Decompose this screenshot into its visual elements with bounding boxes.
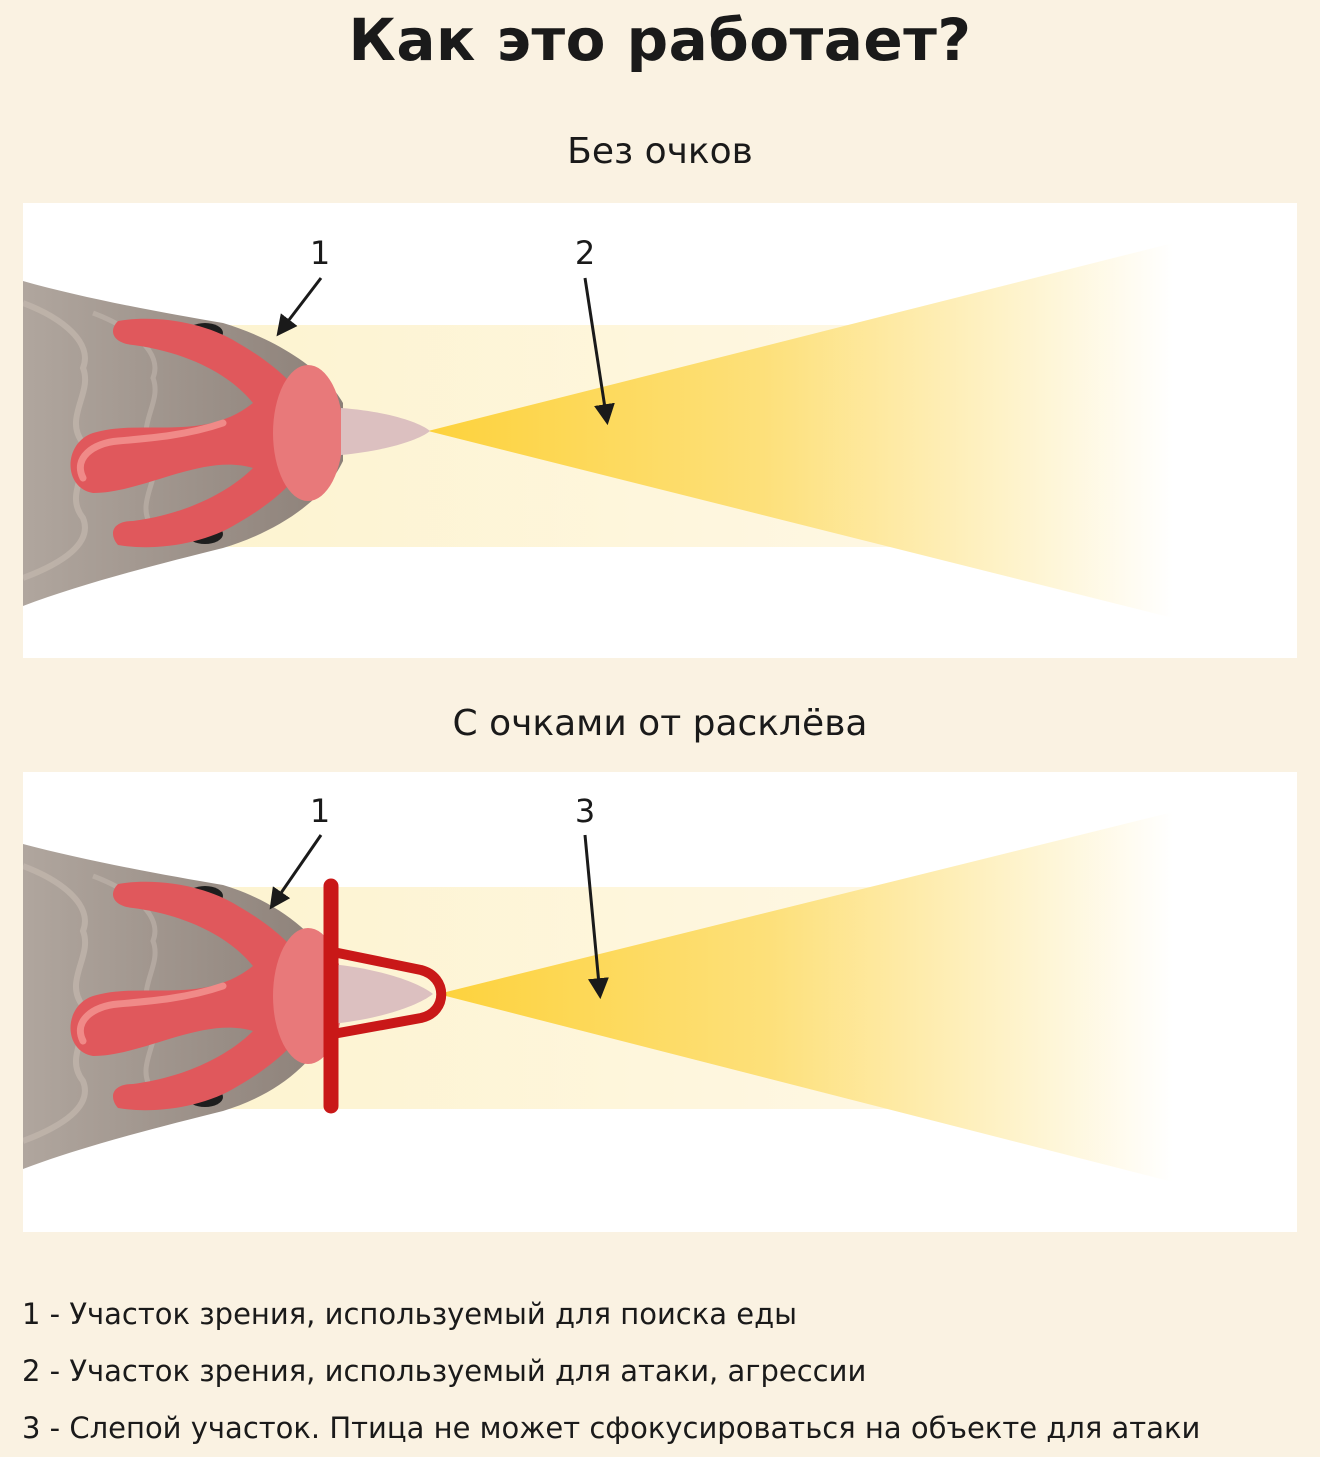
arrow-3	[583, 834, 609, 1000]
legend-item-2: 2 - Участок зрения, используемый для ата…	[22, 1354, 867, 1388]
anti-pecking-glasses	[323, 878, 447, 1114]
blind-spot-cone	[438, 812, 1297, 1182]
legend: 1 - Участок зрения, используемый для пои…	[22, 1286, 1312, 1457]
legend-item-1: 1 - Участок зрения, используемый для пои…	[22, 1297, 798, 1331]
arrow-1	[269, 834, 323, 910]
label-1: 1	[310, 792, 330, 830]
label-3: 3	[575, 792, 595, 830]
chicken-head	[23, 281, 430, 606]
label-2: 2	[575, 234, 595, 272]
chicken-head	[23, 844, 433, 1169]
label-1: 1	[310, 234, 330, 272]
diagram-with-glasses: 1 3	[23, 772, 1297, 1232]
attack-vision-cone	[428, 243, 1297, 618]
arrow-2	[583, 277, 615, 426]
legend-item-3: 3 - Слепой участок. Птица не может сфоку…	[22, 1411, 1201, 1445]
section-title-with-glasses: С очками от расклёва	[452, 703, 868, 744]
section-title-without-glasses: Без очков	[567, 131, 753, 172]
diagram-without-glasses: 1 2	[23, 203, 1297, 658]
arrow-1	[276, 277, 323, 337]
page-title: Как это работает?	[348, 6, 972, 74]
